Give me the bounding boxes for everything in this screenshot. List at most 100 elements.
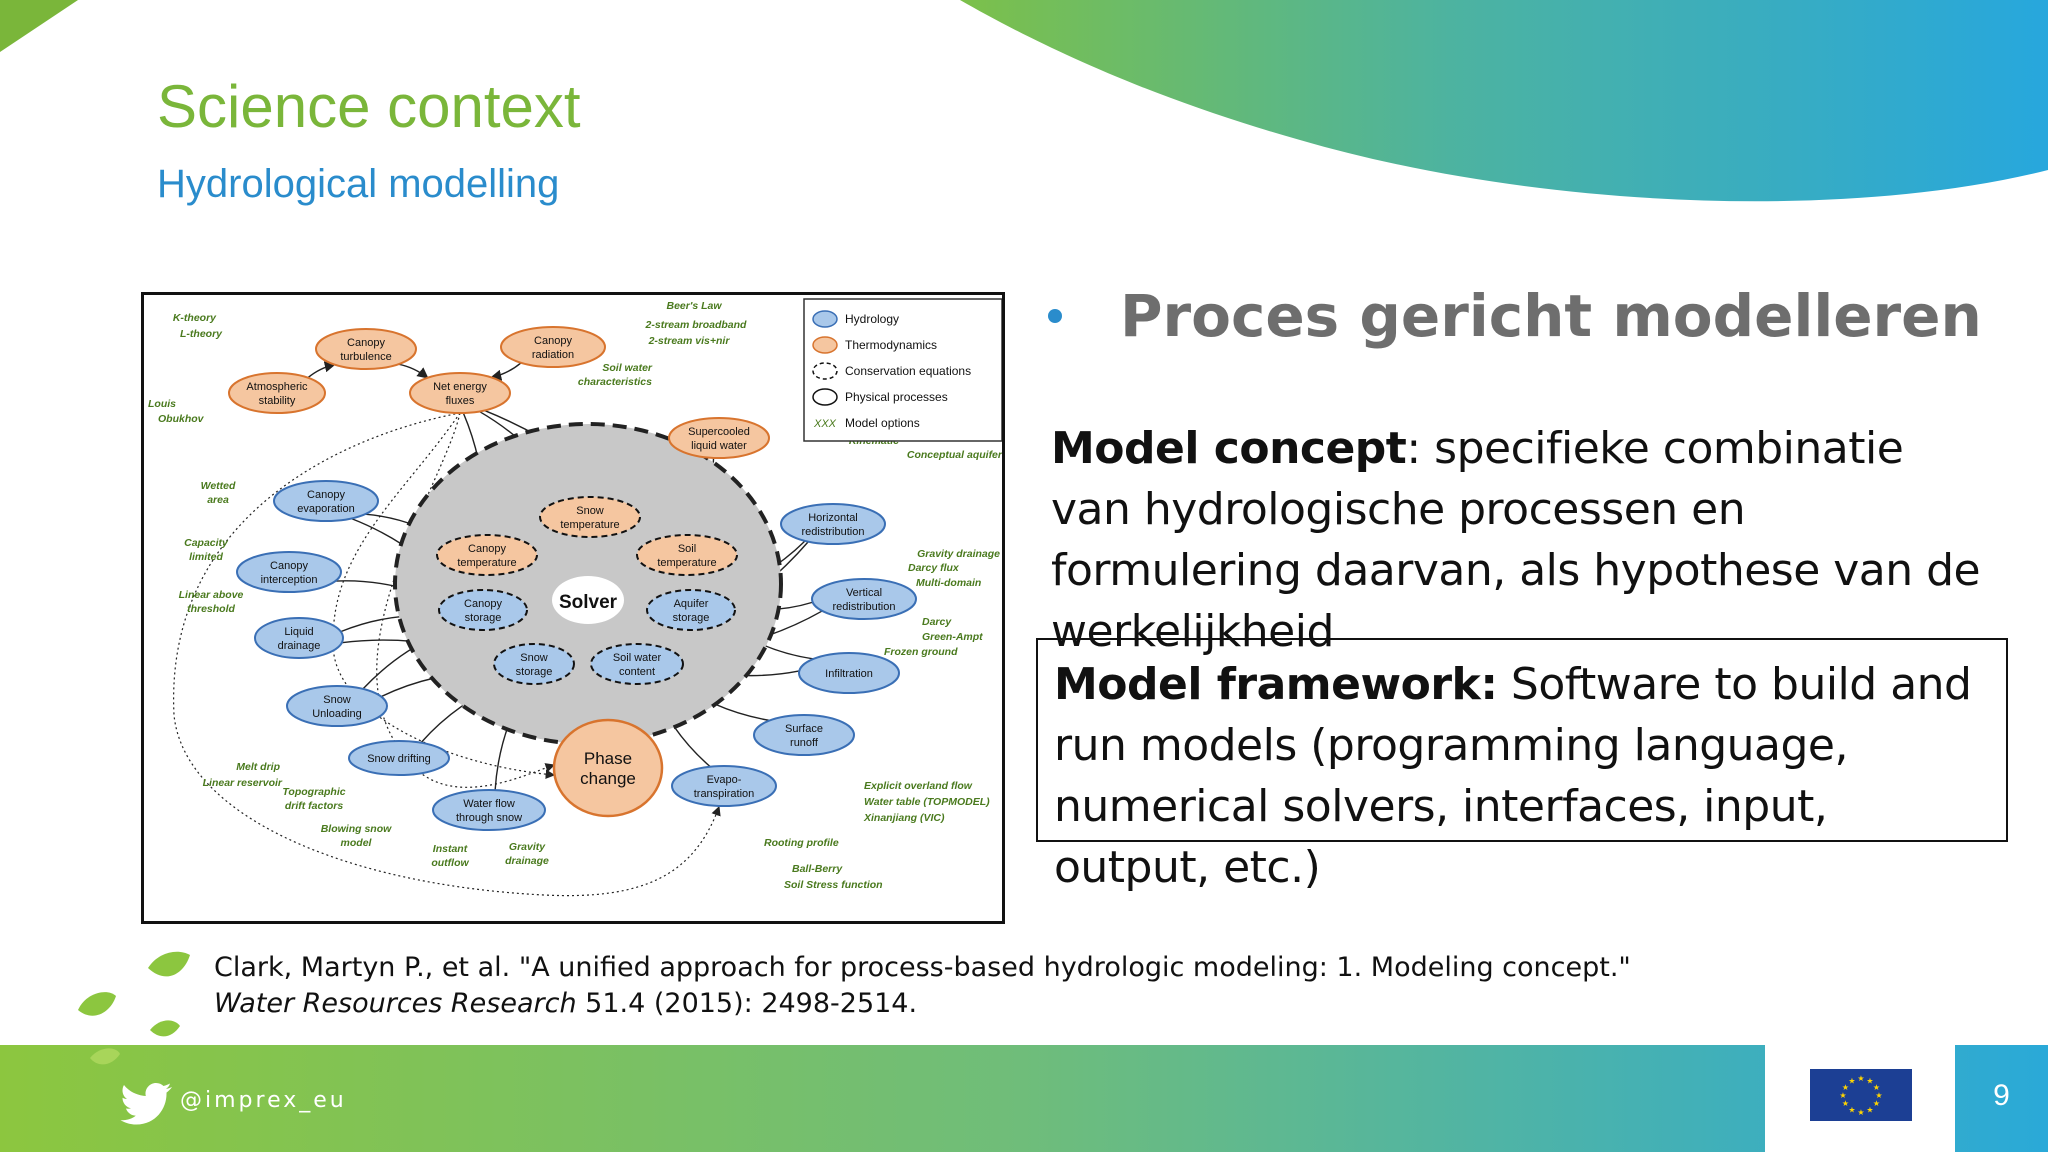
node-snow-drifting: Snow drifting [348,740,450,776]
option-beers-law: Beer's Law [666,300,722,312]
option-frozen-ground: Frozen ground [884,646,958,658]
option-wetted-area: area [207,494,229,506]
node-label: storage [465,612,502,624]
option-melt-drip: Melt drip [236,761,280,773]
node-label: Canopy [307,489,345,501]
citation-line2: Water Resources Research 51.4 (2015): 24… [214,986,1631,1022]
option-stream-visnir: 2-stream vis+nir [648,335,731,347]
legend-options: Model options [845,416,920,430]
diagram-canvas: Solver CanopyturbulenceCanopyradiationAt… [148,298,1002,897]
node-label: Water flow [463,798,515,810]
node-label: storage [516,666,553,678]
node-label: Soil [678,543,696,555]
node-label: Aquifer [674,598,709,610]
svg-text:★: ★ [1848,1106,1855,1115]
option-soil-stress: Soil Stress function [784,879,883,891]
node-label: change [580,769,636,788]
eu-stars: ★★★ ★★★ ★★★ ★★★ [1839,1074,1882,1117]
node-label: Unloading [312,708,362,720]
node-label: runoff [790,737,819,749]
node-label: Snow [323,694,351,706]
option-topographic: drift factors [285,800,344,812]
option-l-theory: L-theory [180,328,223,340]
twitter-icon[interactable] [118,1081,174,1125]
node-canopy-evaporation: Canopy evaporation [273,480,379,522]
node-label: Snow drifting [367,753,431,765]
node-canopy-storage: Canopy storage [438,589,528,631]
node-label: turbulence [340,351,391,363]
node-label: content [619,666,655,678]
legend-thermo-swatch [812,336,838,354]
bullet-text: Proces gericht modelleren [1120,282,1982,350]
node-snow-storage: Snow storage [493,643,575,685]
solver-node [552,576,624,624]
svg-text:★: ★ [1857,1108,1864,1117]
option-darcy-flux: Darcy flux [908,562,960,574]
citation-rest: 51.4 (2015): 2498-2514. [576,988,918,1019]
option-multi-domain: Multi-domain [916,577,981,589]
svg-text:★: ★ [1873,1083,1880,1092]
option-soil-water-char: Soil water [602,362,653,374]
node-label: Soil water [613,652,662,664]
diagram-nodes: Canopy turbulence CanopyradiationAtmospher… [228,326,917,831]
bullet-dot [1048,309,1062,323]
node-label: temperature [560,519,619,531]
node-label: Canopy [347,337,385,349]
node-canopy-turbulence: Canopy turbulence [315,328,417,370]
option-explicit-overland: Explicit overland flow [864,780,973,792]
top-right-wave [960,0,2048,202]
option-darcy: Darcy [922,616,952,628]
model-framework-box: Model framework: Software to build and r… [1036,638,2008,893]
twitter-handle[interactable]: @imprex_eu [180,1088,347,1113]
svg-text:★: ★ [1866,1106,1873,1115]
svg-text:★: ★ [1875,1091,1882,1100]
model-concept-term: Model concept [1051,423,1407,474]
legend-hydrology-swatch [812,310,838,328]
node-label: drainage [278,640,321,652]
legend-hydrology: Hydrology [845,312,899,326]
legend-physical: Physical processes [845,390,948,404]
svg-text:★: ★ [1842,1099,1849,1108]
node-label: Snow [520,652,548,664]
eu-flag-icon: ★★★ ★★★ ★★★ ★★★ [1810,1069,1912,1121]
svg-text:★: ★ [1848,1077,1855,1086]
feedback-curve-1 [376,412,556,788]
node-label: Canopy [468,543,506,555]
node-label: transpiration [694,788,755,800]
node-label: Canopy [464,598,502,610]
citation-journal: Water Resources Research [214,988,577,1019]
node-label: Evapo- [707,774,742,786]
node-label: evaporation [297,503,355,515]
svg-text:★: ★ [1842,1083,1849,1092]
option-capacity-limited: Capacity [184,537,229,549]
option-gravity-drainage2: drainage [505,855,549,867]
node-label: Net energy [433,381,487,393]
node-label: Atmospheric [246,381,308,393]
node-label: Infiltration [825,668,873,680]
page-number: 9 [1993,1079,2010,1112]
option-xinanjiang: Xinanjiang (VIC) [863,812,945,824]
top-left-corner-triangle [0,0,78,52]
node-label: through snow [456,812,522,824]
option-linear-above: Linear above [179,589,244,601]
option-topographic: Topographic [282,786,345,798]
legend-options-mark: XXX [813,418,837,430]
node-label: Surface [785,723,823,735]
option-gravity-drainage2: Gravity [509,841,546,853]
option-linear-reservoir: Linear reservoir [203,777,283,789]
model-framework-term: Model framework: [1054,659,1498,710]
slide-title: Science context [157,73,581,140]
node-water-flow-snow: Water flow through snow [432,789,546,831]
